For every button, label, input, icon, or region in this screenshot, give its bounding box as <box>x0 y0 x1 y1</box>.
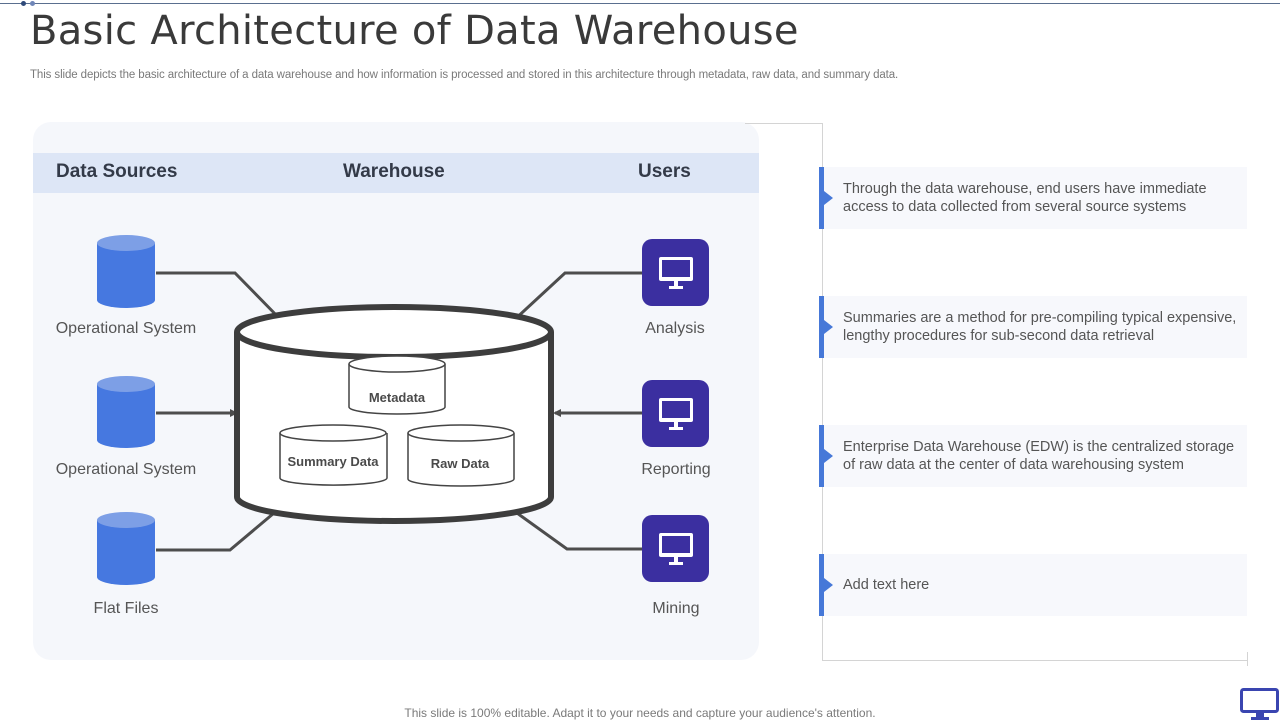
header-data-sources: Data Sources <box>56 161 178 182</box>
note-card: Through the data warehouse, end users ha… <box>819 167 1247 229</box>
user-tile-analysis <box>642 239 709 306</box>
summary-data-label: Summary Data <box>287 454 379 469</box>
top-dot <box>30 1 35 6</box>
monitor-icon <box>658 256 693 289</box>
frame-line <box>1247 652 1248 666</box>
note-text: Through the data warehouse, end users ha… <box>843 181 1207 215</box>
source-label: Operational System <box>55 320 197 337</box>
triangle-pointer-icon <box>824 449 833 463</box>
column-header-band <box>33 153 759 193</box>
note-card: Summaries are a method for pre-compiling… <box>819 296 1247 358</box>
triangle-pointer-icon <box>824 578 833 592</box>
triangle-pointer-icon <box>824 191 833 205</box>
top-dot <box>21 1 26 6</box>
frame-line <box>745 123 823 124</box>
note-accent-bar <box>819 296 824 358</box>
user-label: Reporting <box>641 461 711 478</box>
note-text: Summaries are a method for pre-compiling… <box>843 310 1237 344</box>
source-label: Flat Files <box>93 600 159 617</box>
header-users: Users <box>638 161 691 182</box>
user-tile-reporting <box>642 380 709 447</box>
slide-subtitle: This slide depicts the basic architectur… <box>30 69 899 81</box>
note-accent-bar <box>819 167 824 229</box>
raw-data-label: Raw Data <box>430 456 490 471</box>
slide-footer: This slide is 100% editable. Adapt it to… <box>404 706 876 720</box>
triangle-pointer-icon <box>824 320 833 334</box>
user-tile-mining <box>642 515 709 582</box>
note-text: Add text here <box>843 577 930 593</box>
monitor-icon <box>658 397 693 430</box>
user-label: Analysis <box>645 320 705 337</box>
header-warehouse: Warehouse <box>343 161 445 182</box>
note-card: Add text here <box>819 554 1247 616</box>
corner-monitor-icon <box>1240 688 1279 720</box>
top-rule <box>0 3 1280 4</box>
frame-line <box>822 123 823 661</box>
monitor-icon <box>658 532 693 565</box>
note-accent-bar <box>819 554 824 616</box>
note-accent-bar <box>819 425 824 487</box>
user-label: Mining <box>652 600 700 617</box>
note-text: Enterprise Data Warehouse (EDW) is the c… <box>843 439 1235 473</box>
metadata-label: Metadata <box>368 390 426 405</box>
source-label: Operational System <box>55 461 197 478</box>
slide-title: Basic Architecture of Data Warehouse <box>30 8 799 54</box>
note-card: Enterprise Data Warehouse (EDW) is the c… <box>819 425 1247 487</box>
frame-line <box>822 660 1248 661</box>
